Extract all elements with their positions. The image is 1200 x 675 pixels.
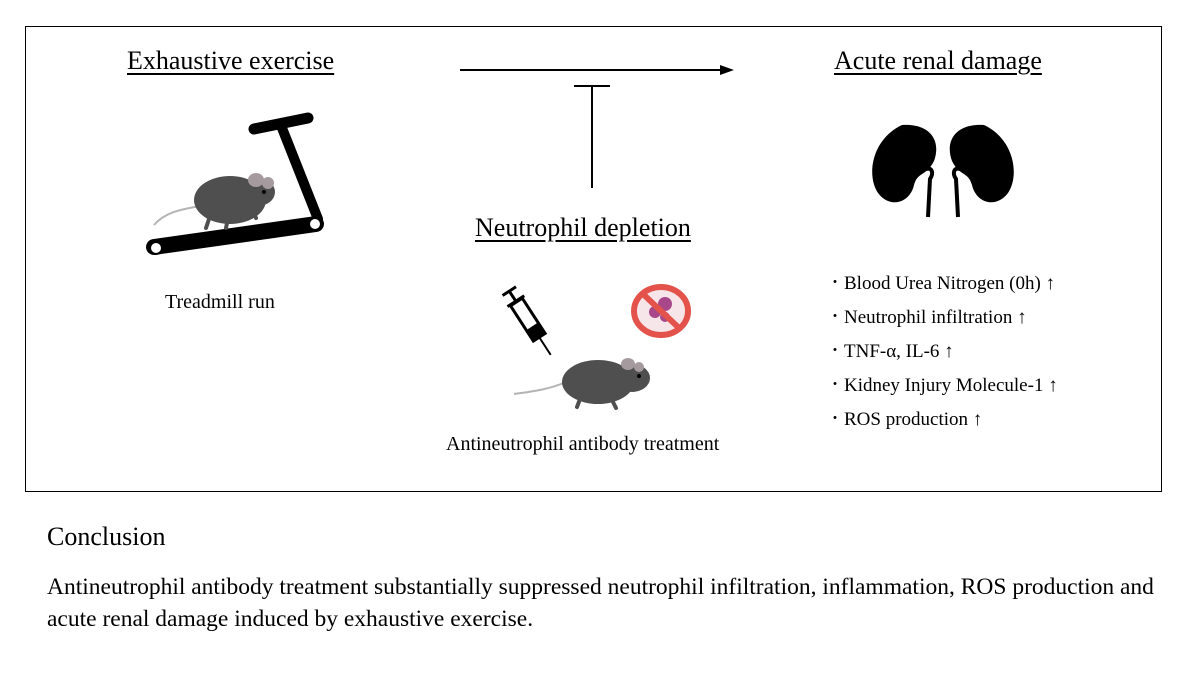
- conclusion-title: Conclusion: [47, 522, 166, 551]
- bullet: ・: [828, 378, 842, 393]
- kidneys-icon: [872, 124, 1014, 218]
- left-heading: Exhaustive exercise: [127, 46, 335, 75]
- bullet: ・: [828, 344, 842, 359]
- no-neutrophil-icon: [631, 284, 691, 338]
- inhibition-bar: [574, 85, 610, 188]
- center-caption: Antineutrophil antibody treatment: [446, 433, 720, 455]
- finding-item: ・Blood Urea Nitrogen (0h) ↑: [828, 270, 1058, 304]
- finding-text: ROS production ↑: [844, 409, 983, 430]
- finding-text: Neutrophil infiltration ↑: [844, 307, 1027, 328]
- finding-item: ・ROS production ↑: [828, 406, 1058, 440]
- finding-item: ・Neutrophil infiltration ↑: [828, 304, 1058, 338]
- right-heading: Acute renal damage: [834, 46, 1042, 75]
- mouse-icon: [513, 358, 650, 410]
- activation-arrow: [460, 65, 734, 75]
- syringe-icon: [501, 285, 552, 356]
- findings-list: ・Blood Urea Nitrogen (0h) ↑ ・Neutrophil …: [828, 270, 1058, 440]
- left-caption: Treadmill run: [165, 291, 275, 313]
- connector-layer: [460, 65, 734, 188]
- finding-item: ・TNF-α, IL-6 ↑: [828, 338, 1058, 372]
- finding-item: ・Kidney Injury Molecule-1 ↑: [828, 372, 1058, 406]
- bullet: ・: [828, 310, 842, 325]
- finding-text: Kidney Injury Molecule-1 ↑: [844, 375, 1058, 396]
- bullet: ・: [828, 412, 842, 427]
- mouse-on-treadmill-icon: [146, 112, 324, 255]
- figure-frame: [25, 26, 1162, 492]
- conclusion-text: Antineutrophil antibody treatment substa…: [47, 574, 1154, 632]
- finding-text: Blood Urea Nitrogen (0h) ↑: [844, 273, 1056, 294]
- finding-text: TNF-α, IL-6 ↑: [844, 341, 954, 362]
- bullet: ・: [828, 276, 842, 291]
- center-heading: Neutrophil depletion: [475, 213, 691, 242]
